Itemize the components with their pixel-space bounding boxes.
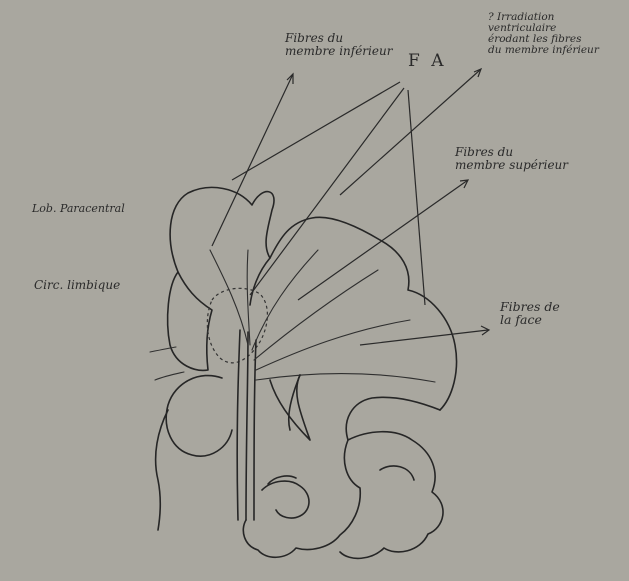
label-lob-paracentral: Lob. Paracentral bbox=[32, 203, 125, 215]
label-irradiation: ? Irradiation ventriculaire érodant les … bbox=[488, 12, 599, 56]
label-fibres-membre-superieur-line-1: Fibres du bbox=[455, 146, 568, 159]
label-fibres-membre-superieur: Fibres du membre supérieur bbox=[455, 146, 568, 171]
label-fibres-membre-inferieur-line-2: membre inférieur bbox=[285, 45, 392, 58]
label-fibres-membre-inferieur: Fibres du membre inférieur bbox=[285, 32, 392, 57]
label-circ-limbique: Circ. limbique bbox=[34, 279, 120, 292]
label-fa: F A bbox=[408, 53, 446, 71]
label-fibres-membre-inferieur-line-1: Fibres du bbox=[285, 32, 392, 45]
label-fibres-membre-superieur-line-2: membre supérieur bbox=[455, 159, 568, 172]
label-fibres-face: Fibres de la face bbox=[500, 300, 560, 326]
label-irradiation-line-4: du membre inférieur bbox=[488, 45, 599, 56]
label-fibres-face-line-2: la face bbox=[500, 313, 560, 326]
